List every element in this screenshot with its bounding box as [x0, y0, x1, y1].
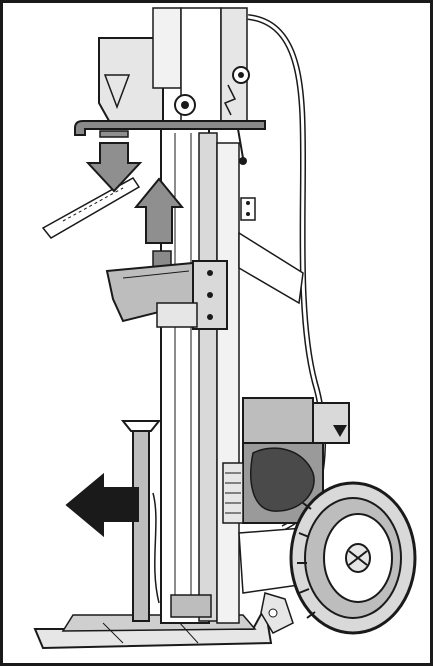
- down-arrow-icon: [85, 142, 143, 193]
- log-stand: [120, 420, 162, 622]
- log-splitter-illustration: [33, 7, 417, 650]
- arrow-left-group: [65, 472, 139, 538]
- lever-arm: [41, 177, 141, 239]
- control-handle: [74, 120, 266, 165]
- up-arrow-icon: [133, 177, 185, 244]
- side-beam: [238, 197, 304, 305]
- wheel: [289, 481, 417, 635]
- cylinder-housing: [98, 7, 250, 129]
- arrow-up-group: [133, 177, 185, 244]
- left-arrow-icon: [65, 472, 139, 538]
- arrow-down-group: [85, 130, 143, 193]
- splitting-wedge: [105, 250, 228, 330]
